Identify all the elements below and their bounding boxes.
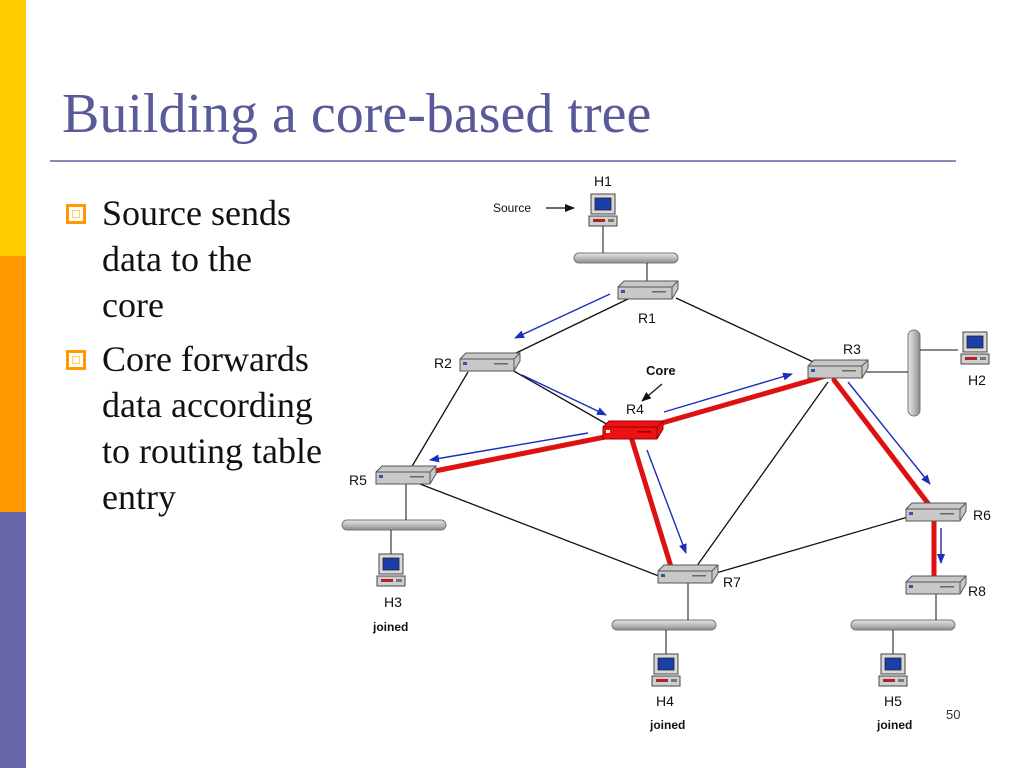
link-r5-r7 [419, 483, 665, 579]
router-r2-icon [459, 352, 521, 372]
arrow-r4-to-r3 [663, 372, 793, 413]
tree-edge-r3-r6 [831, 377, 933, 509]
lan-segment-h2 [907, 329, 921, 417]
host-label: H4 [656, 693, 674, 709]
arrow-r4-to-r7 [646, 449, 687, 554]
source-label: Source [493, 201, 531, 215]
link-r7-r6 [715, 516, 909, 574]
arrow-r3-to-r6 [847, 381, 931, 485]
router-r5-icon [375, 465, 437, 485]
tree-edge-r4-r7 [629, 437, 675, 573]
router-label: R2 [434, 355, 452, 371]
link-r2-r4 [511, 369, 611, 427]
bullet-item: Source sends data to the core [62, 190, 322, 328]
router-r4-core-icon [602, 420, 664, 440]
page-number: 50 [946, 707, 961, 722]
router-label: R7 [723, 574, 741, 590]
host-h4-computer-icon [651, 653, 681, 687]
accent-bar-orange [0, 256, 26, 512]
router-label: R1 [638, 310, 656, 326]
host-label: H1 [594, 173, 612, 189]
square-bullet-icon [66, 204, 86, 224]
lan-segment-h4 [611, 619, 717, 631]
host-status-label: joined [876, 718, 912, 732]
core-label: Core [646, 363, 676, 378]
host-label: H5 [884, 693, 902, 709]
bullet-text: Source sends data to the core [102, 193, 291, 325]
router-links [410, 297, 909, 579]
core-pointer-arrow [641, 383, 663, 402]
router-r6-icon [905, 502, 967, 522]
host-h2-computer-icon [960, 331, 990, 365]
link-r1-r2 [511, 297, 631, 356]
router-label: R3 [843, 341, 861, 357]
bullet-text: Core forwards data according to routing … [102, 339, 322, 517]
host-status-label: joined [649, 718, 685, 732]
arrow-r1-to-r2 [514, 293, 611, 339]
router-r7-icon [657, 564, 719, 584]
bullet-item: Core forwards data according to routing … [62, 336, 322, 520]
router-r1-icon [617, 280, 679, 300]
data-flow-arrows [429, 293, 945, 564]
router-label: R8 [968, 583, 986, 599]
link-r3-r7 [693, 381, 829, 571]
lan-segment-h5 [850, 619, 956, 631]
core-based-tree [417, 373, 937, 581]
tree-edge-r4-r5 [417, 431, 623, 477]
slide-title: Building a core-based tree [62, 83, 652, 145]
host-label: H3 [384, 594, 402, 610]
square-bullet-icon [66, 350, 86, 370]
lan-segment-h3 [341, 519, 447, 531]
bullet-list: Source sends data to the core Core forwa… [62, 190, 322, 528]
accent-bar-purple [0, 512, 26, 768]
host-h3-computer-icon [376, 553, 406, 587]
lan-segment-h1 [573, 252, 679, 264]
accent-bar-yellow [0, 0, 26, 256]
router-label: R4 [626, 401, 644, 417]
host-h5-computer-icon [878, 653, 908, 687]
title-divider [50, 160, 956, 162]
router-label: R6 [973, 507, 991, 523]
link-r1-r3 [675, 297, 823, 367]
arrow-r4-to-r5 [429, 432, 589, 463]
tree-edge-r4-r3 [645, 373, 829, 430]
router-r8-icon [905, 575, 967, 595]
router-r3-icon [807, 359, 869, 379]
host-status-label: joined [372, 620, 408, 634]
router-label: R5 [349, 472, 367, 488]
link-r2-r5 [410, 371, 469, 469]
arrow-r2-to-r4 [521, 374, 607, 416]
host-h1-computer-icon [588, 193, 618, 227]
host-label: H2 [968, 372, 986, 388]
